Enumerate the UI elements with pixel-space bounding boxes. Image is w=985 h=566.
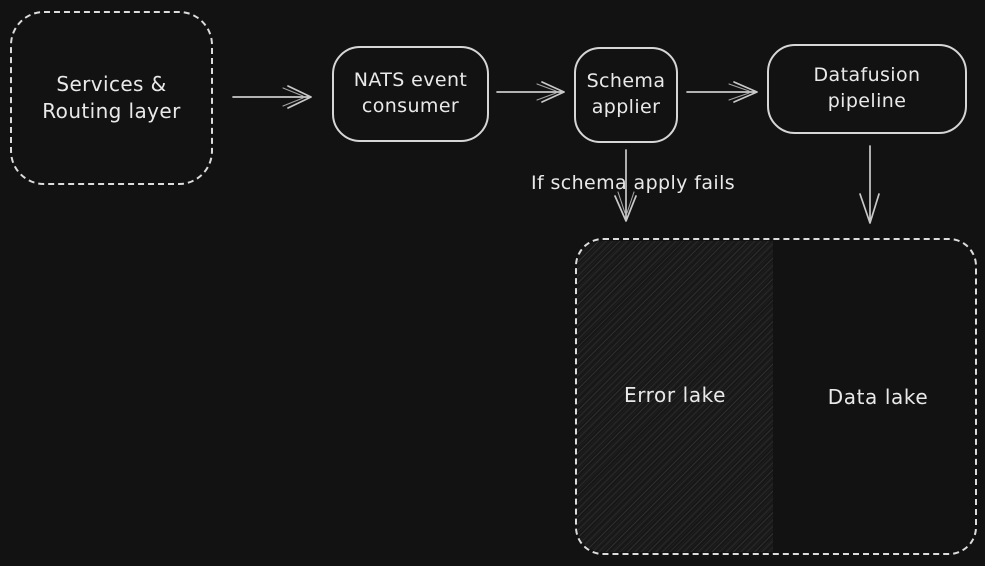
error-lake-hatch-region xyxy=(577,241,773,552)
nats-event-consumer-node: NATS event consumer xyxy=(332,46,489,142)
error-lake-label: Error lake xyxy=(623,383,727,407)
services-routing-node: Services & Routing layer xyxy=(10,11,213,185)
datafusion-pipeline-label: Datafusion pipeline xyxy=(813,64,921,112)
services-routing-label: Services & Routing layer xyxy=(42,72,181,123)
arrow-schema-to-datafusion xyxy=(686,81,758,103)
data-lake-label: Data lake xyxy=(827,385,929,409)
datafusion-pipeline-node: Datafusion pipeline xyxy=(767,44,967,134)
arrow-nats-to-schema xyxy=(496,81,565,103)
arrow-services-to-nats xyxy=(232,85,312,109)
schema-applier-node: Schema applier xyxy=(574,47,678,143)
nats-event-consumer-label: NATS event consumer xyxy=(353,69,468,117)
lake-storage-container xyxy=(575,238,977,555)
schema-fail-edge-label: If schema apply fails xyxy=(530,172,736,194)
arrow-datafusion-to-data-lake xyxy=(859,145,880,224)
schema-applier-label: Schema applier xyxy=(586,70,666,118)
